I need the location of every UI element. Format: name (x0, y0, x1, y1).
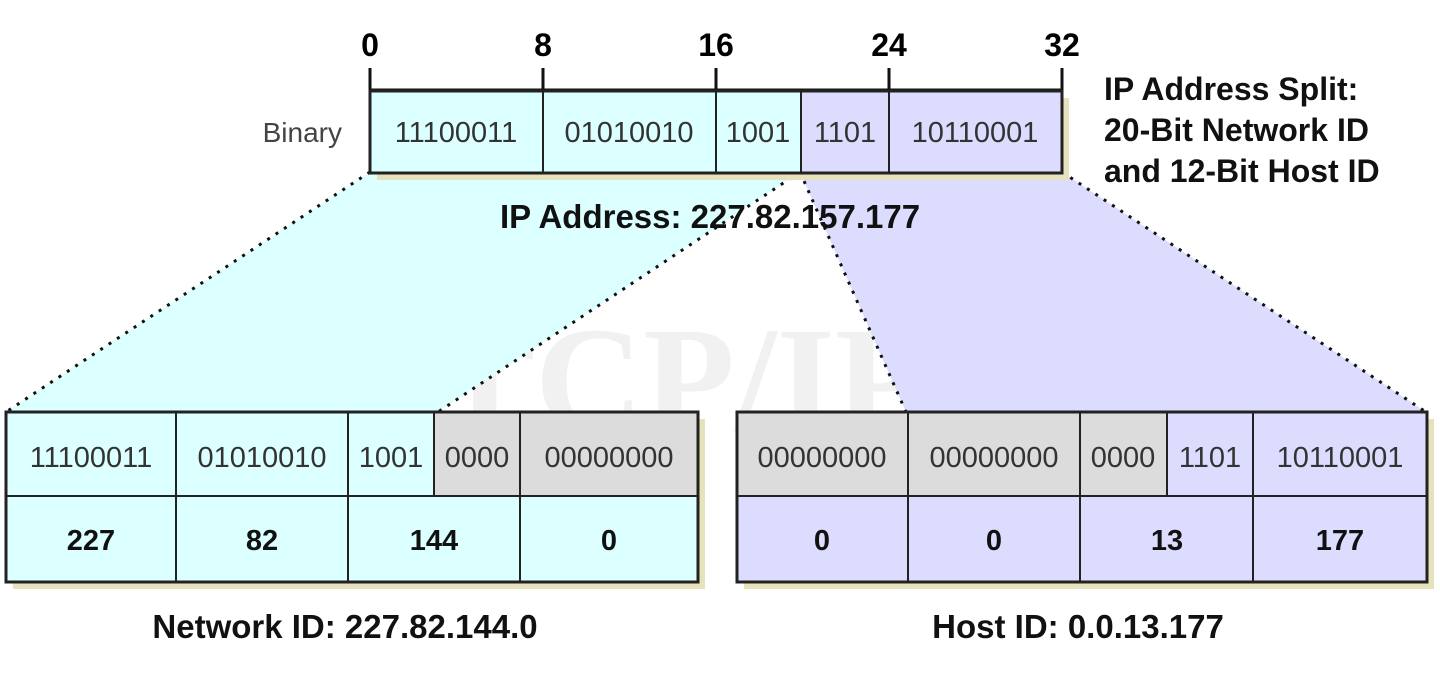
split-note-line: 20-Bit Network ID (1104, 112, 1369, 148)
host-decimal: 0 (814, 525, 830, 557)
binary-row-label: Binary (263, 117, 342, 148)
host-bits: 1101 (1179, 442, 1241, 474)
bit-tick-label: 8 (534, 27, 552, 63)
network-decimal: 82 (246, 525, 278, 557)
bit-tick-label: 16 (698, 27, 734, 63)
bit-tick-label: 32 (1044, 27, 1080, 63)
network-decimal: 0 (601, 525, 617, 557)
address-bits: 10110001 (912, 117, 1039, 149)
network-decimal: 144 (410, 525, 458, 557)
network-bits: 00000000 (544, 442, 673, 474)
network-id-box: 11100011 01010010 1001 0000 00000000 227… (4, 410, 705, 589)
network-bits: 0000 (445, 442, 510, 474)
host-decimal: 13 (1151, 525, 1183, 557)
network-decimal: 227 (67, 525, 115, 557)
network-funnel (6, 172, 800, 412)
bit-tick-label: 24 (871, 27, 907, 63)
address-bits: 11100011 (395, 117, 518, 149)
host-id-caption: Host ID: 0.0.13.177 (932, 608, 1224, 645)
host-bits: 00000000 (757, 442, 886, 474)
host-bits: 00000000 (929, 442, 1058, 474)
network-bits: 11100011 (30, 442, 153, 474)
address-box: 11100011 01010010 1001 1101 10110001 (368, 89, 1069, 180)
split-note-line: IP Address Split: (1104, 71, 1358, 107)
host-bits: 0000 (1091, 442, 1156, 474)
bit-tick-label: 0 (361, 27, 379, 63)
address-bits: 1001 (726, 117, 791, 149)
host-bits: 10110001 (1277, 442, 1404, 474)
funnel-lines (5, 170, 1427, 414)
network-bits: 1001 (359, 442, 424, 474)
network-id-caption: Network ID: 227.82.144.0 (152, 608, 537, 645)
host-decimal: 0 (986, 525, 1002, 557)
network-bits: 01010010 (197, 442, 326, 474)
bit-ruler: 0 8 16 24 32 (361, 27, 1080, 92)
split-note-line: and 12-Bit Host ID (1104, 153, 1380, 189)
split-note: IP Address Split: 20-Bit Network ID and … (1104, 71, 1380, 189)
host-id-box: 00000000 00000000 0000 1101 10110001 0 0… (735, 410, 1434, 589)
host-decimal: 177 (1316, 525, 1364, 557)
address-bits: 1101 (814, 117, 876, 149)
host-funnel (800, 172, 1426, 412)
address-bits: 01010010 (564, 117, 693, 149)
address-caption: IP Address: 227.82.157.177 (500, 198, 920, 235)
